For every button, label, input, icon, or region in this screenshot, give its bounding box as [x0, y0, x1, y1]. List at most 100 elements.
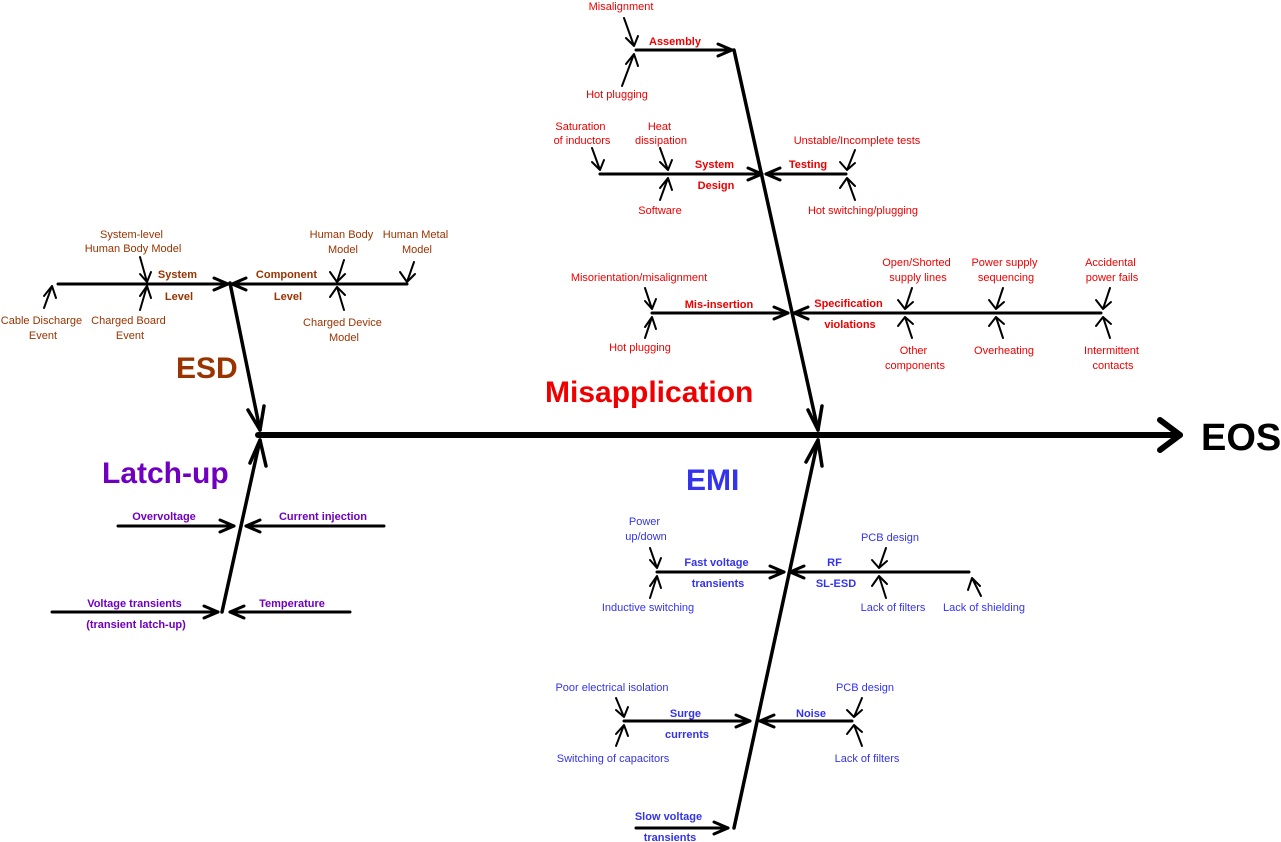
latchup-branch: Latch-up Overvoltage Current injection V… [50, 438, 386, 631]
tick-unstable-tests [839, 149, 856, 171]
esd-causes: System-level Human Body Model Cable Disc… [1, 229, 451, 344]
assembly-label: Assembly [649, 36, 702, 48]
spec-violations-arrowhead [792, 305, 810, 321]
cause-switching-caps: Switching of capacitors [557, 753, 670, 765]
mis-insertion-label: Mis-insertion [685, 299, 754, 311]
misapplication-bone-arrowhead [806, 404, 824, 432]
esd-category-label: ESD [176, 352, 238, 385]
cause-misalignment: Misalignment [589, 1, 654, 13]
tick-power-supply-seq [988, 287, 1005, 310]
tick-misalignment [623, 17, 639, 47]
esd-component-level-label: Component Level [256, 269, 320, 303]
cause-heat-dissipation: Heat dissipation [635, 121, 687, 147]
tick-software [659, 177, 673, 201]
testing-arrowhead [764, 166, 782, 182]
cause-lack-shielding: Lack of shielding [943, 602, 1025, 614]
surge-label: Surge currents [665, 708, 709, 741]
emi-branch: EMI Fast voltage transients RF SL-ESD Su… [555, 438, 1025, 842]
current-injection-label: Current injection [279, 511, 367, 523]
cause-pcb-design-1: PCB design [861, 532, 919, 544]
tick-poor-isolation [615, 697, 629, 718]
overvoltage-arrowhead [218, 518, 236, 534]
tick-human-body [329, 259, 346, 283]
overvoltage-label: Overvoltage [132, 511, 196, 523]
tick-other-components [897, 316, 914, 339]
esd-bone [228, 281, 262, 432]
emi-causes: Power up/down Inductive switching PCB de… [555, 516, 1025, 765]
temperature-arrowhead [228, 604, 246, 620]
tick-pcb-design-2 [846, 697, 863, 718]
cause-hot-plugging-1: Hot plugging [586, 89, 648, 101]
cause-unstable-tests: Unstable/Incomplete tests [794, 135, 921, 147]
emi-bone-arrowhead [804, 438, 824, 468]
cause-power-updown: Power up/down [625, 516, 667, 543]
slow-voltage-label: Slow voltage transients [635, 811, 705, 842]
cause-saturation: Saturation of inductors [554, 121, 611, 147]
latchup-bone [220, 438, 262, 614]
noise-label: Noise [796, 708, 826, 720]
system-design-arrowhead [746, 166, 764, 182]
tick-cable-discharge [43, 285, 57, 309]
voltage-transients-label: Voltage transients (transient latch-up) [86, 598, 186, 631]
cause-open-shorted: Open/Shorted supply lines [882, 257, 954, 284]
spine-arrowhead [1157, 417, 1183, 453]
cause-system-hbm: System-level Human Body Model [85, 229, 182, 255]
emi-bone [732, 438, 820, 830]
tick-lack-filters-1 [871, 575, 888, 599]
tick-switching-caps [615, 724, 629, 747]
latchup-category-label: Latch-up [102, 457, 229, 490]
tick-inductive-switching [649, 575, 662, 599]
noise-arrowhead [758, 713, 776, 729]
tick-charged-device [329, 286, 346, 311]
esd-bone-arrowhead [246, 404, 266, 432]
tick-lack-shielding [967, 577, 982, 597]
tick-charged-board [139, 285, 152, 311]
emi-category-label: EMI [686, 464, 739, 497]
cause-hot-switching: Hot switching/plugging [808, 205, 918, 217]
cause-other-components: Other components [885, 345, 945, 372]
cause-charged-board: Charged Board Event [91, 315, 169, 342]
testing-label: Testing [789, 159, 827, 171]
system-design-label: System Design [695, 159, 737, 192]
misapplication-branch: Misapplication Assembly System Design Te… [545, 1, 1142, 432]
tick-overheating [988, 316, 1005, 339]
esd-system-level-label: System Level [158, 269, 200, 303]
effect-label: EOS [1201, 417, 1281, 459]
tick-human-metal [399, 261, 416, 283]
cause-intermittent: Intermittent contacts [1084, 345, 1142, 372]
tick-hot-plugging-2 [644, 316, 657, 339]
tick-pcb-design-1 [871, 547, 888, 569]
tick-accidental-power [1095, 287, 1112, 310]
esd-cause-ticks [43, 256, 416, 311]
esd-component-level-arrowhead [230, 276, 248, 292]
temperature-label: Temperature [259, 598, 325, 610]
rf-label: RF SL-ESD [816, 557, 856, 590]
cause-lack-filters-1: Lack of filters [861, 602, 926, 614]
spec-violations-label: Specification violations [814, 298, 886, 331]
cause-hot-plugging-2: Hot plugging [609, 342, 671, 354]
misapplication-causes: Misalignment Hot plugging Saturation of … [554, 1, 1142, 372]
tick-open-shorted [897, 287, 914, 310]
cause-cable-discharge: Cable Discharge Event [1, 315, 85, 342]
tick-lack-filters-2 [846, 724, 863, 747]
current-injection-arrowhead [244, 518, 262, 534]
rf-arrowhead [788, 564, 806, 580]
cause-accidental-power: Accidental power fails [1085, 257, 1139, 284]
cause-human-metal: Human Metal Model [383, 229, 451, 256]
cause-overheating: Overheating [974, 345, 1034, 357]
cause-charged-device: Charged Device Model [303, 317, 385, 344]
voltage-transients-arrowhead [202, 604, 220, 620]
fast-voltage-label: Fast voltage transients [684, 557, 751, 590]
tick-heat-dissipation [659, 147, 673, 171]
spine: EOS [255, 417, 1281, 459]
slow-voltage-arrowhead [712, 820, 730, 836]
assembly-arrowhead [716, 42, 734, 58]
cause-pcb-design-2: PCB design [836, 682, 894, 694]
tick-hot-switching [839, 177, 856, 201]
mis-insertion-arrowhead [772, 305, 790, 321]
cause-lack-filters-2: Lack of filters [835, 753, 900, 765]
esd-system-level-arrowhead [212, 276, 230, 292]
cause-power-supply-seq: Power supply sequencing [971, 257, 1040, 284]
tick-saturation [591, 147, 605, 171]
